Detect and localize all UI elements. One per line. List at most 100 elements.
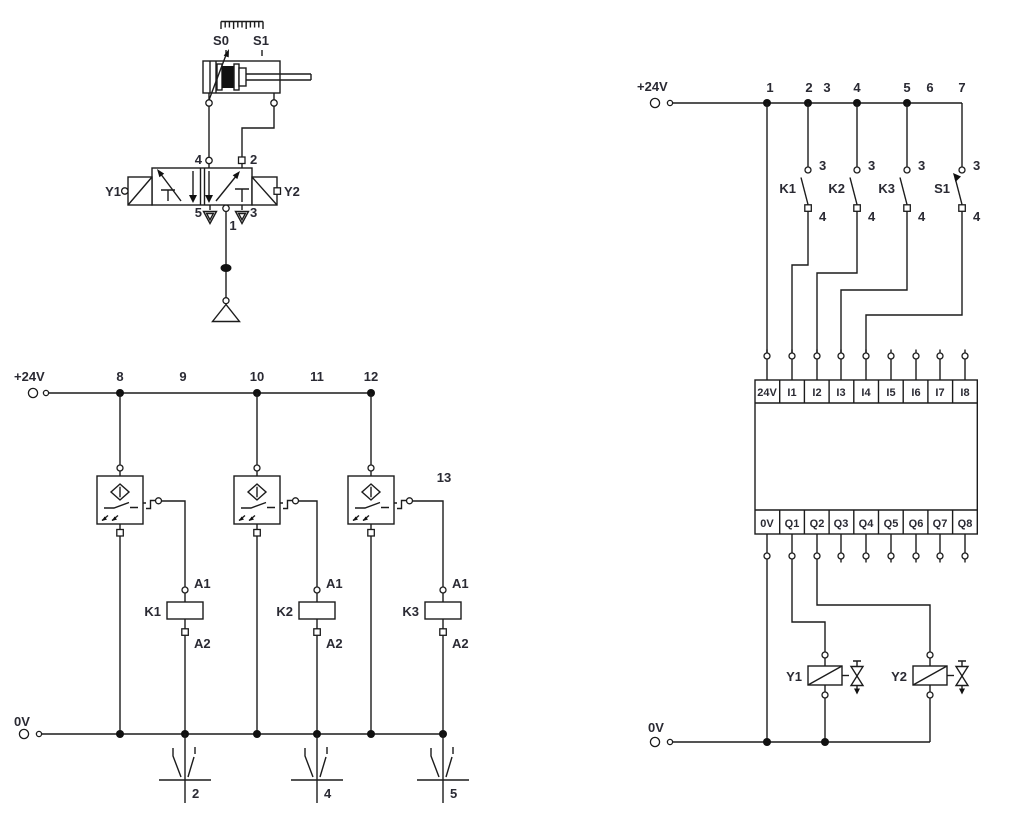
compressed-air-source[interactable]	[211, 264, 241, 323]
distance-ruler[interactable]	[220, 20, 264, 30]
sensor-s1-label: S1	[253, 33, 269, 48]
relay-k1-a2: A2	[194, 636, 211, 651]
relay-k2-label: K2	[276, 604, 293, 619]
wire-q2-y2	[816, 559, 931, 652]
contact-k2-label: K2	[828, 181, 845, 196]
solenoid-pilot-y2[interactable]	[251, 176, 282, 206]
plc-path-3: 3	[823, 80, 830, 95]
contact-k2-t3: 3	[868, 158, 875, 173]
contact-reference-k2	[291, 734, 343, 803]
plc-path-5: 5	[903, 80, 910, 95]
wire-sensor2-k2	[298, 500, 318, 587]
path-number-10: 10	[250, 369, 264, 384]
contact-k3-label: K3	[878, 181, 895, 196]
input-cell-24v: 24V	[757, 387, 777, 399]
io-module[interactable]: 24V I1 I2 I3 I4 I5 I6 I7 I8 0V Q1 Q2 Q3 …	[754, 349, 979, 563]
output-cell-q2: Q2	[810, 518, 825, 530]
contact-ref-k2-path: 4	[324, 786, 332, 801]
contact-k1[interactable]	[791, 166, 812, 353]
contact-k3[interactable]	[840, 166, 911, 353]
proximity-sensor-3[interactable]	[347, 393, 414, 734]
valve-port-2-label: 2	[250, 152, 257, 167]
output-cell-q3: Q3	[834, 518, 849, 530]
relay-k1-a1: A1	[194, 576, 211, 591]
valve-port-5-label: 5	[195, 205, 202, 220]
output-cell-q6: Q6	[909, 518, 924, 530]
path-number-13: 13	[437, 470, 451, 485]
contact-k1-label: K1	[779, 181, 796, 196]
input-cell-i1: I1	[787, 387, 796, 399]
plc-supply-terminal[interactable]	[649, 97, 674, 109]
valve-port-3-label: 3	[250, 205, 257, 220]
contact-k3-t4: 4	[918, 209, 926, 224]
relay-k3-a2: A2	[452, 636, 469, 651]
valve-y2-label: Y2	[284, 184, 300, 199]
relay-coil-k1[interactable]	[166, 586, 204, 734]
relay-k2-a1: A1	[326, 576, 343, 591]
output-cell-q5: Q5	[884, 518, 899, 530]
solenoid-y2-label: Y2	[891, 669, 907, 684]
path-number-9: 9	[179, 369, 186, 384]
contact-k3-t3: 3	[918, 158, 925, 173]
wire-sensor3-k3	[412, 500, 444, 587]
plc-supply-label: +24V	[637, 79, 668, 94]
cylinder[interactable]	[202, 49, 312, 107]
contact-s1-t3: 3	[973, 158, 980, 173]
relay-k2-a2: A2	[326, 636, 343, 651]
io-module-input-terminals[interactable]	[763, 349, 969, 381]
contact-ref-k3-path: 5	[450, 786, 457, 801]
solenoid-y1[interactable]	[807, 651, 865, 742]
relay-coil-k2[interactable]	[298, 586, 336, 734]
proximity-sensor-2[interactable]	[233, 393, 300, 734]
contact-k2[interactable]	[816, 166, 861, 353]
relay-control-circuit: +24V 8 9 10 11 12	[14, 369, 469, 803]
input-cell-i6: I6	[911, 387, 920, 399]
plc-path-4: 4	[853, 80, 861, 95]
io-module-output-terminals[interactable]	[763, 534, 969, 563]
output-cell-0v: 0V	[760, 518, 774, 530]
pneumatic-circuit: S0 S1	[105, 20, 312, 323]
contact-k1-t4: 4	[819, 209, 827, 224]
solenoid-pilot-y1[interactable]	[120, 176, 153, 206]
input-cell-i4: I4	[861, 387, 871, 399]
input-cell-i7: I7	[935, 387, 944, 399]
contact-reference-k3	[417, 734, 469, 803]
relay-k3-label: K3	[402, 604, 419, 619]
path-number-11: 11	[310, 369, 324, 384]
plc-path-6: 6	[926, 80, 933, 95]
valve-5-2-double-solenoid[interactable]	[120, 156, 282, 225]
supply-rail-terminal[interactable]	[27, 387, 50, 399]
ground-rail-terminal[interactable]	[18, 728, 43, 740]
plc-path-7: 7	[958, 80, 965, 95]
wire-sensor1-k1	[161, 500, 186, 587]
relay-coil-k3[interactable]	[424, 586, 462, 734]
input-cell-i2: I2	[812, 387, 821, 399]
relay-k3-a1: A1	[452, 576, 469, 591]
input-cell-i8: I8	[960, 387, 969, 399]
output-cell-q8: Q8	[958, 518, 973, 530]
plc-ground-label: 0V	[648, 720, 664, 735]
valve-y1-label: Y1	[105, 184, 121, 199]
relay-k1-label: K1	[144, 604, 161, 619]
solenoid-y2[interactable]	[912, 651, 970, 742]
contact-s1-t4: 4	[973, 209, 981, 224]
input-cell-i3: I3	[836, 387, 845, 399]
contact-k2-t4: 4	[868, 209, 876, 224]
valve-port-1-label: 1	[229, 218, 236, 233]
plc-wiring-circuit: +24V 1 2 3 4 5 6 7 K1 3 4	[637, 79, 981, 748]
contact-s1[interactable]	[865, 166, 966, 353]
sensor-s0-label: S0	[213, 33, 229, 48]
plc-path-1: 1	[766, 80, 773, 95]
output-cell-q7: Q7	[933, 518, 948, 530]
wire-q1-y1	[791, 559, 826, 652]
proximity-sensor-1[interactable]	[96, 393, 163, 734]
pneumatic-tubing	[208, 106, 275, 298]
solenoid-y1-label: Y1	[786, 669, 802, 684]
plc-ground-terminal[interactable]	[649, 736, 674, 748]
supply-rail-label: +24V	[14, 369, 45, 384]
contact-ref-k1-path: 2	[192, 786, 199, 801]
plc-path-2: 2	[805, 80, 812, 95]
path-number-12: 12	[364, 369, 378, 384]
contact-s1-label: S1	[934, 181, 950, 196]
